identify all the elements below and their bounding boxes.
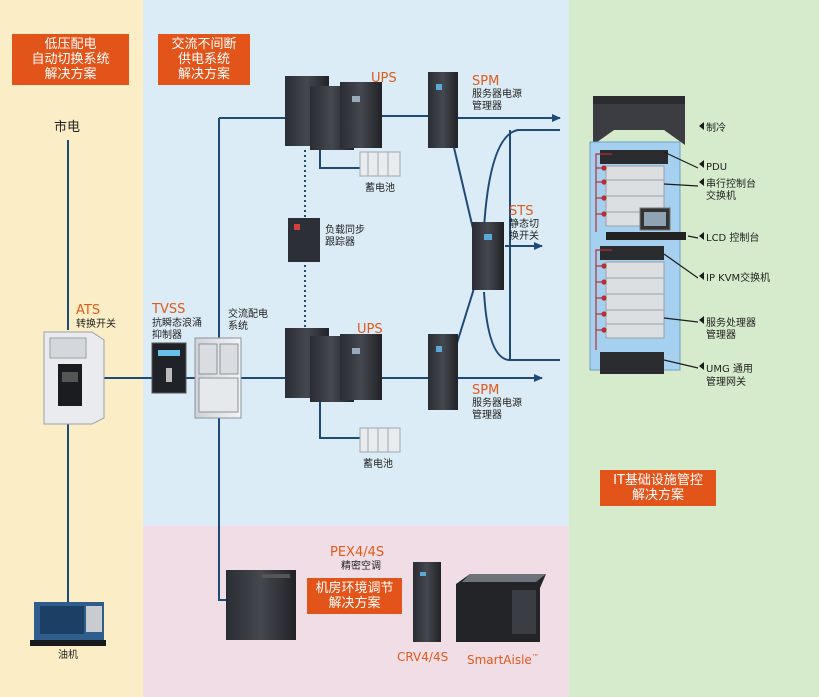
title-low-voltage: 低压配电自动切换系统解决方案 xyxy=(12,34,129,85)
line-ups-battery-top xyxy=(319,150,360,169)
rack-label-serial-2: 交换机 xyxy=(706,191,736,202)
label-ups-bottom: UPS xyxy=(357,322,383,337)
ups-top-icon xyxy=(285,76,382,150)
pex-air-conditioner-icon xyxy=(226,570,296,640)
label-battery-bottom: 蓄电池 xyxy=(363,459,393,470)
battery-top-icon xyxy=(359,151,401,177)
line-sts-cross-3 xyxy=(483,129,560,229)
rack-label-kvm: IP KVM交换机 xyxy=(706,273,771,284)
label-spm-top-d2: 管理器 xyxy=(472,101,502,112)
label-ats: ATS xyxy=(76,303,101,318)
label-smartaisle-tm: ™ xyxy=(531,653,539,661)
label-sts: STS xyxy=(509,204,534,219)
label-spm-bottom-d1: 服务器电源 xyxy=(472,398,522,409)
label-acpd-desc1: 交流配电 xyxy=(228,309,268,320)
label-smartaisle: SmartAisle™ xyxy=(467,650,539,667)
title-ac-ups: 交流不间断供电系统解决方案 xyxy=(158,34,250,85)
label-ats-desc: 转换开关 xyxy=(76,319,116,330)
rack-cable-lines xyxy=(595,153,612,350)
rack-label-umg-2: 管理网关 xyxy=(706,377,746,388)
label-tvss: TVSS xyxy=(152,302,186,317)
label-tvss-desc1: 抗瞬态浪涌 xyxy=(152,318,202,329)
label-lbs2: 跟踪器 xyxy=(325,237,355,248)
server-rack-icon xyxy=(589,96,686,374)
label-crv: CRV4/4S xyxy=(397,650,449,664)
label-spm-top: SPM xyxy=(472,74,500,89)
label-sts-d2: 换开关 xyxy=(509,231,539,242)
spm-top-icon xyxy=(428,72,458,148)
rack-label-umg-1: UMG 通用 xyxy=(706,364,753,375)
label-acpd-desc2: 系统 xyxy=(228,321,248,332)
rack-pointer-arrows xyxy=(699,122,704,370)
label-pex: PEX4/4S xyxy=(330,545,385,560)
label-ups-top: UPS xyxy=(371,71,397,86)
spm-bottom-icon xyxy=(428,334,458,410)
label-battery-top: 蓄电池 xyxy=(365,183,395,194)
rack-label-spm-1: 服务处理器 xyxy=(706,318,756,329)
label-spm-top-d1: 服务器电源 xyxy=(472,89,522,100)
rack-label-pdu: PDU xyxy=(706,162,728,173)
battery-bottom-icon xyxy=(359,427,401,453)
label-spm-bottom-d2: 管理器 xyxy=(472,410,502,421)
connection-lines xyxy=(67,114,561,602)
rack-label-serial-1: 串行控制台 xyxy=(706,179,756,190)
label-mains: 市电 xyxy=(54,120,81,135)
rack-label-spm-2: 管理器 xyxy=(706,330,736,341)
rack-pointer-lines xyxy=(663,151,699,369)
title-it-infra: IT基础设施管控解决方案 xyxy=(600,470,716,506)
title-environment: 机房环境调节解决方案 xyxy=(307,578,402,614)
rack-label-cooling: 制冷 xyxy=(706,123,726,134)
smartaisle-icon xyxy=(456,574,546,642)
label-spm-bottom: SPM xyxy=(472,383,500,398)
load-bus-sync-icon xyxy=(288,218,320,262)
ats-cabinet-icon xyxy=(43,331,105,425)
generator-icon xyxy=(30,602,106,646)
ac-distribution-cabinet-icon xyxy=(194,337,242,419)
line-ups-battery-bottom xyxy=(319,400,360,439)
ups-bottom-icon xyxy=(285,328,382,402)
label-pex-desc: 精密空调 xyxy=(341,561,381,572)
label-tvss-desc2: 抑制器 xyxy=(152,330,182,341)
label-sts-d1: 静态切 xyxy=(509,219,539,230)
crv-unit-icon xyxy=(413,562,441,642)
label-generator: 油机 xyxy=(58,650,78,661)
sts-icon xyxy=(472,222,504,290)
rack-label-lcd: LCD 控制台 xyxy=(706,233,760,244)
label-lbs1: 负载同步 xyxy=(325,225,365,236)
label-smartaisle-text: SmartAisle xyxy=(467,653,532,667)
tvss-device-icon xyxy=(151,342,187,394)
line-sts-cross-4 xyxy=(483,291,560,361)
